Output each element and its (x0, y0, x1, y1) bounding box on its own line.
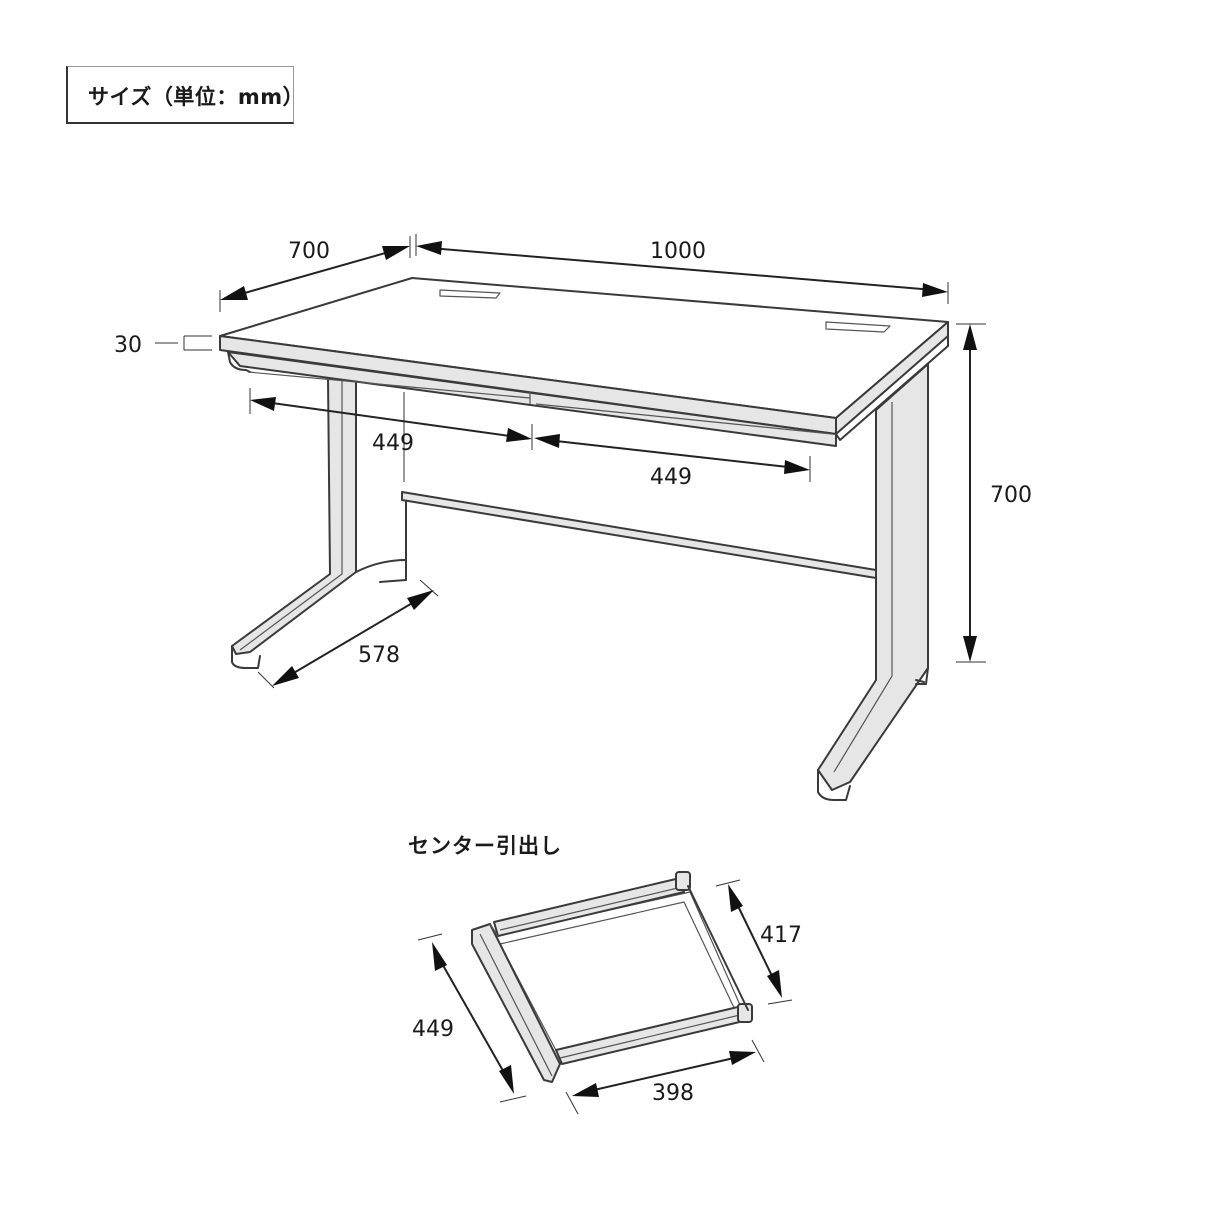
drawer-front-rail (555, 1003, 753, 1065)
dim-drawer-right-label: 449 (650, 465, 692, 490)
dim-drawer-length-label: 449 (412, 1017, 454, 1042)
dim-drawer-inner-width-label: 398 (652, 1081, 694, 1106)
desk-left-leg (231, 377, 407, 669)
dim-drawer-inner-width: 398 (565, 1039, 765, 1115)
desk-dimensions: 700 1000 30 700 (114, 234, 1032, 689)
center-drawer-dimensions: 449 417 398 (412, 879, 802, 1115)
size-header-title: サイズ（単位：mm） (88, 85, 305, 109)
center-drawer-illustration (471, 871, 753, 1083)
drawer-back-rail (493, 871, 691, 937)
dim-leg-depth-label: 578 (358, 643, 400, 668)
size-header-box: サイズ（単位：mm） (66, 66, 304, 124)
desk-right-leg (817, 363, 929, 801)
dim-depth: 700 (219, 236, 411, 312)
dim-height-label: 700 (990, 483, 1032, 508)
desk-apron (227, 351, 837, 447)
center-drawer-label: センター引出し (408, 834, 562, 858)
dim-leg-depth: 578 (257, 579, 439, 689)
dim-thickness: 30 (114, 333, 212, 358)
desk-illustration (219, 277, 949, 801)
dim-height: 700 (956, 323, 1032, 663)
desk-back-bar (401, 491, 877, 579)
dim-width-label: 1000 (650, 239, 706, 264)
dim-drawer-width: 417 (715, 879, 802, 1005)
dim-drawer-right: 449 (534, 434, 811, 490)
drawer-front-board (471, 923, 561, 1083)
dim-drawer-left-label: 449 (372, 431, 414, 456)
dim-width: 1000 (415, 234, 949, 304)
dim-drawer-width-label: 417 (760, 923, 802, 948)
dim-drawer-length: 449 (412, 933, 527, 1103)
dim-depth-label: 700 (288, 239, 330, 264)
dim-thickness-label: 30 (114, 333, 142, 358)
dim-drawer-left: 449 (249, 388, 533, 482)
